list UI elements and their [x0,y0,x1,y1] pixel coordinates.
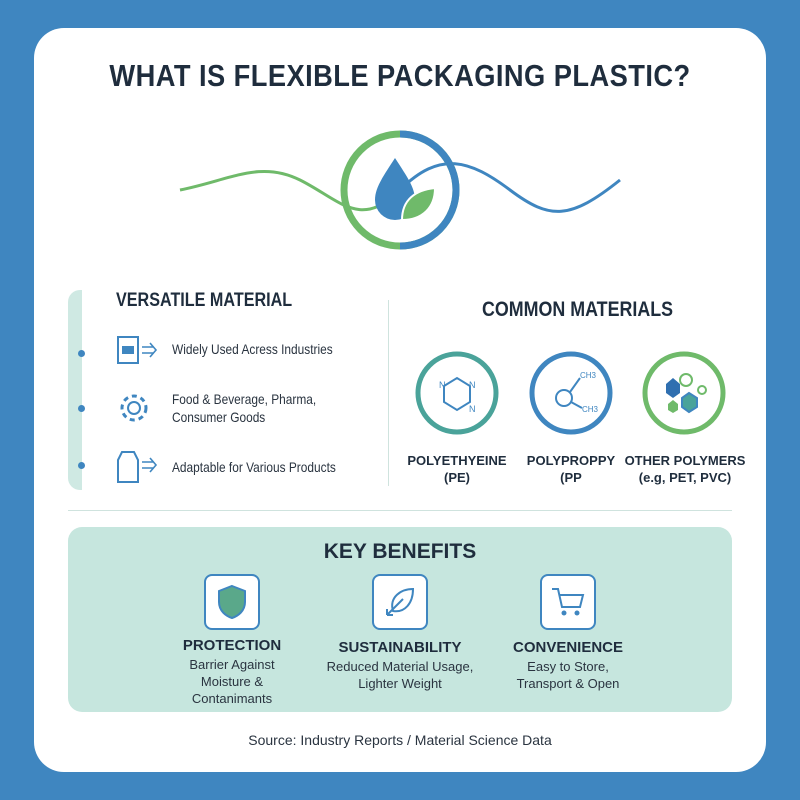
logo-droplet-leaf-icon [179,130,621,250]
gear-icon [120,394,148,422]
list-item: Widely Used Acress Industries [172,341,333,357]
material-pp: POLYPROPPY(PP [526,453,616,485]
divider [388,300,389,486]
bullet-dot [78,350,85,357]
bullet-dot [78,405,85,412]
benefit-description: Barrier Against Moisture & Contanimants [189,657,275,706]
svg-text:CH3: CH3 [580,371,597,380]
list-item: Adaptable for Various Products [172,459,336,475]
polymer-molecules-icon [642,351,726,435]
svg-text:CH3: CH3 [582,405,599,414]
shield-icon [204,574,260,630]
common-materials-heading: COMMON MATERIALS [482,298,674,321]
benefit-description: Reduced Material Usage, Lighter Weight [326,659,474,691]
leaf-icon [372,574,428,630]
package-arrow-icon [117,336,158,364]
list-item: Food & Beverage, Pharma, Consumer Goods [172,391,317,425]
svg-text:N: N [439,380,446,390]
divider [68,510,732,511]
material-other: OTHER POLYMERS(e.g, PET, PVC) [624,453,746,485]
benefit-title: SUSTAINABILITY [338,639,462,656]
benefit-title: PROTECTION [182,637,282,654]
versatile-heading: VERSATILE MATERIAL [116,290,293,311]
ring-molecule-icon: N N N [415,351,499,435]
page-title: WHAT IS FLEXIBLE PACKAGING PLASTIC? [109,58,691,93]
source-note: Source: Industry Reports / Material Scie… [248,732,552,748]
svg-text:N: N [469,380,476,390]
benefit-title: CONVENIENCE [512,639,624,656]
key-benefits-heading: KEY BENEFITS [323,540,477,563]
bullet-dot [78,462,85,469]
material-pe: POLYETHYEINE(PE) [407,453,507,485]
bag-arrow-icon [117,451,158,483]
svg-text:N: N [469,404,476,414]
benefit-description: Easy to Store, Transport & Open [516,659,620,691]
cart-icon [540,574,596,630]
